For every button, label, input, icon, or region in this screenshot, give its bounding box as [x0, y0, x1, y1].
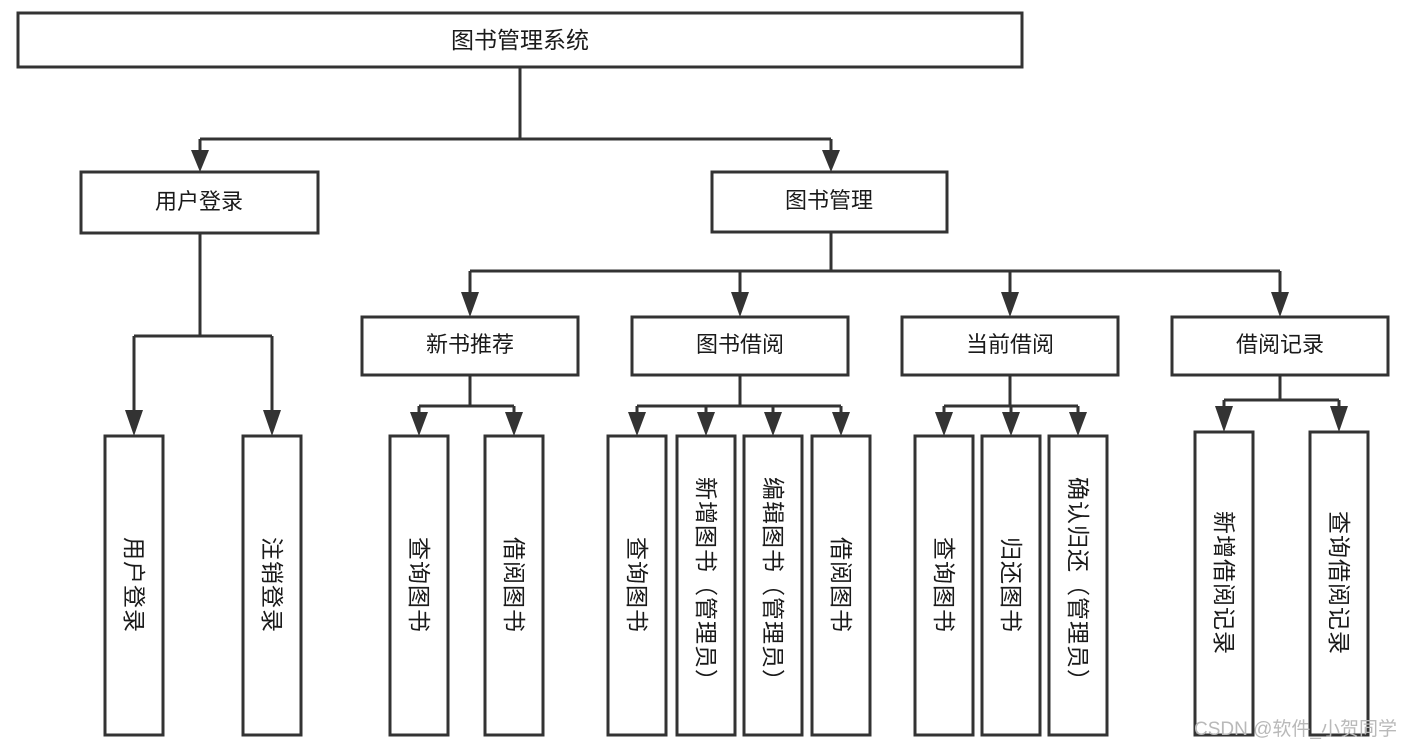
- node-root-system-box[interactable]: [16, 11, 1024, 69]
- node-book-manage[interactable]: 图书管理: [710, 170, 949, 234]
- node-current-borrow[interactable]: 当前借阅: [900, 315, 1120, 377]
- leaf-user-login-1[interactable]: 用户登录: [103, 434, 165, 737]
- arrow-leaf-book-borrow-1: [628, 412, 646, 436]
- leaf-current-borrow-1-label: 查询图书: [931, 537, 957, 633]
- leaf-current-borrow-2-label: 归还图书: [998, 537, 1024, 633]
- arrow-to-book-borrow: [731, 292, 749, 317]
- arrow-leaf-user-login-1: [125, 410, 143, 436]
- node-new-book-recommend-label: 新书推荐: [426, 332, 514, 357]
- leaf-borrow-record-2-label: 查询借阅记录: [1326, 511, 1352, 655]
- connector-layer: [125, 67, 1348, 436]
- arrow-leaf-borrow-record-2: [1330, 406, 1348, 432]
- node-root-system-label: 图书管理系统: [451, 27, 589, 53]
- node-new-book-recommend-box[interactable]: [360, 315, 580, 377]
- arrow-to-book-manage: [822, 150, 840, 172]
- leaf-book-borrow-1[interactable]: 查询图书: [606, 434, 668, 737]
- leaf-book-borrow-3-label: 编辑图书（管理员）: [760, 477, 786, 693]
- arrow-leaf-current-borrow-2: [1002, 412, 1020, 436]
- leaf-user-login-2[interactable]: 注销登录: [241, 434, 303, 737]
- leaf-current-borrow-1-box[interactable]: [913, 434, 975, 737]
- node-book-borrow-label: 图书借阅: [696, 332, 784, 357]
- arrow-leaf-book-borrow-3: [764, 412, 782, 436]
- node-borrow-record-label: 借阅记录: [1236, 332, 1324, 357]
- leaf-current-borrow-2[interactable]: 归还图书: [980, 434, 1042, 737]
- leaf-borrow-record-2-box[interactable]: [1308, 430, 1370, 737]
- node-book-borrow-box[interactable]: [630, 315, 850, 377]
- node-borrow-record-box[interactable]: [1170, 315, 1390, 377]
- arrow-leaf-current-borrow-1: [935, 412, 953, 436]
- leaf-user-login-1-box[interactable]: [103, 434, 165, 737]
- leaf-new-book-2-box[interactable]: [483, 434, 545, 737]
- arrow-to-user-login: [191, 150, 209, 172]
- leaf-book-borrow-3-box[interactable]: [742, 434, 804, 737]
- leaf-new-book-1-label: 查询图书: [406, 537, 432, 633]
- arrow-leaf-new-book-2: [505, 412, 523, 436]
- node-user-login[interactable]: 用户登录: [79, 170, 320, 235]
- leaf-book-borrow-2-label: 新增图书（管理员）: [693, 477, 719, 693]
- leaf-current-borrow-3-box[interactable]: [1047, 434, 1109, 737]
- node-new-book-recommend[interactable]: 新书推荐: [360, 315, 580, 377]
- leaf-new-book-2[interactable]: 借阅图书: [483, 434, 545, 737]
- node-user-login-box[interactable]: [79, 170, 320, 235]
- leaf-book-borrow-3[interactable]: 编辑图书（管理员）: [742, 434, 804, 737]
- node-user-login-label: 用户登录: [155, 189, 243, 214]
- leaf-current-borrow-2-box[interactable]: [980, 434, 1042, 737]
- arrow-leaf-current-borrow-3: [1069, 412, 1087, 436]
- leaf-new-book-1[interactable]: 查询图书: [388, 434, 450, 737]
- arrow-to-new-book: [461, 292, 479, 317]
- leaf-current-borrow-3[interactable]: 确认归还（管理员）: [1047, 434, 1109, 737]
- leaf-borrow-record-2[interactable]: 查询借阅记录: [1308, 430, 1370, 737]
- leaf-current-borrow-3-label: 确认归还（管理员）: [1065, 477, 1091, 693]
- leaf-book-borrow-2[interactable]: 新增图书（管理员）: [675, 434, 737, 737]
- arrow-leaf-book-borrow-4: [832, 412, 850, 436]
- leaf-book-borrow-1-box[interactable]: [606, 434, 668, 737]
- leaf-new-book-1-box[interactable]: [388, 434, 450, 737]
- arrow-to-current-borrow: [1001, 292, 1019, 317]
- node-book-manage-label: 图书管理: [785, 188, 873, 213]
- leaf-borrow-record-1-box[interactable]: [1193, 430, 1255, 737]
- leaf-book-borrow-4-box[interactable]: [810, 434, 872, 737]
- node-root-system[interactable]: 图书管理系统: [16, 11, 1024, 69]
- leaf-new-book-2-label: 借阅图书: [501, 537, 527, 633]
- arrow-leaf-new-book-1: [410, 412, 428, 436]
- node-current-borrow-box[interactable]: [900, 315, 1120, 377]
- leaf-book-borrow-4[interactable]: 借阅图书: [810, 434, 872, 737]
- arrow-leaf-user-login-2: [263, 410, 281, 436]
- arrow-leaf-borrow-record-1: [1215, 406, 1233, 432]
- leaf-user-login-1-label: 用户登录: [121, 537, 147, 633]
- leaf-borrow-record-1-label: 新增借阅记录: [1211, 511, 1237, 655]
- leaf-book-borrow-4-label: 借阅图书: [828, 537, 854, 633]
- node-current-borrow-label: 当前借阅: [966, 332, 1054, 357]
- leaf-user-login-2-box[interactable]: [241, 434, 303, 737]
- leaf-borrow-record-1[interactable]: 新增借阅记录: [1193, 430, 1255, 737]
- arrow-leaf-book-borrow-2: [697, 412, 715, 436]
- arrow-to-borrow-record: [1271, 292, 1289, 317]
- node-book-manage-box[interactable]: [710, 170, 949, 234]
- leaf-user-login-2-label: 注销登录: [259, 537, 285, 633]
- leaf-current-borrow-1[interactable]: 查询图书: [913, 434, 975, 737]
- leaf-book-borrow-1-label: 查询图书: [624, 537, 650, 633]
- leaf-book-borrow-2-box[interactable]: [675, 434, 737, 737]
- node-book-borrow[interactable]: 图书借阅: [630, 315, 850, 377]
- node-borrow-record[interactable]: 借阅记录: [1170, 315, 1390, 377]
